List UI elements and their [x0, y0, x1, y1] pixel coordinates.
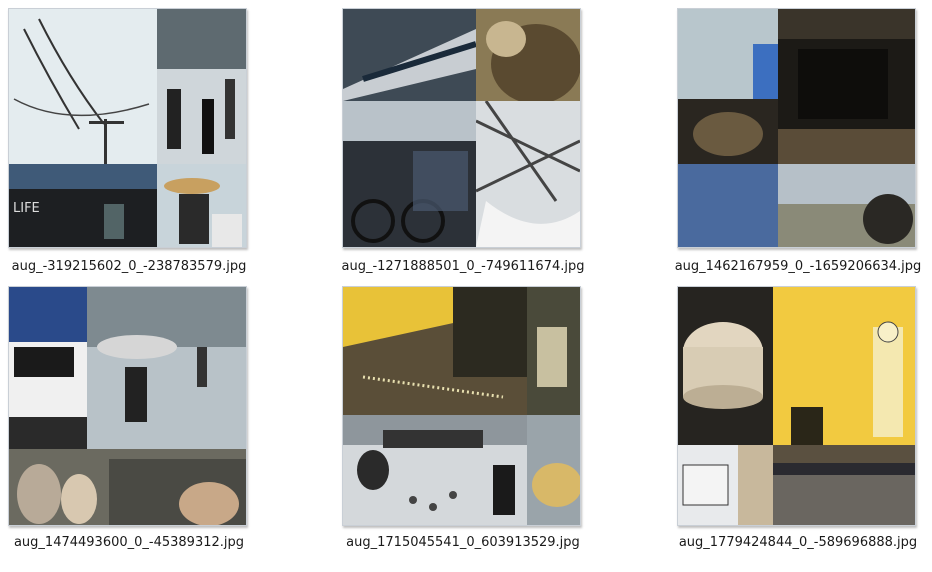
file-name[interactable]: aug_1715045541_0_603913529.jpg — [346, 535, 580, 550]
thumbnail-tile — [157, 164, 246, 247]
thumbnail-tile — [773, 287, 915, 445]
thumbnail-tile — [343, 287, 527, 415]
thumbnail[interactable] — [677, 286, 916, 526]
thumbnail-tile — [773, 445, 915, 525]
file-name[interactable]: aug_-319215602_0_-238783579.jpg — [11, 259, 247, 274]
thumbnail-tile — [527, 287, 580, 415]
thumbnail-tile — [527, 415, 580, 525]
thumbnail-tile — [343, 415, 527, 525]
file-name[interactable]: aug_1779424844_0_-589696888.jpg — [678, 535, 918, 550]
thumbnail-tile — [157, 9, 246, 164]
thumbnail-tile — [343, 9, 476, 101]
file-item[interactable]: aug_1462167959_0_-1659206634.jpg — [648, 0, 932, 286]
thumbnail-tile — [778, 164, 915, 247]
file-name[interactable]: aug_-1271888501_0_-749611674.jpg — [341, 259, 585, 274]
thumbnail[interactable]: LIFE — [8, 8, 247, 248]
thumbnail-tile — [9, 9, 157, 164]
thumbnail[interactable] — [8, 286, 247, 526]
thumbnail-tile — [87, 287, 246, 449]
thumbnail-tile — [9, 287, 87, 449]
thumbnail[interactable] — [342, 8, 581, 248]
file-name[interactable]: aug_1474493600_0_-45389312.jpg — [13, 535, 245, 550]
file-item[interactable]: aug_1474493600_0_-45389312.jpg — [0, 278, 279, 564]
file-item[interactable]: aug_1715045541_0_603913529.jpg — [313, 278, 613, 564]
file-item[interactable]: aug_-1271888501_0_-749611674.jpg — [313, 0, 613, 286]
thumbnail[interactable] — [677, 8, 916, 248]
thumbnail-tile: LIFE — [9, 164, 157, 247]
thumbnail-tile — [476, 9, 580, 101]
thumbnail[interactable] — [342, 286, 581, 526]
thumbnail-tile — [678, 445, 773, 525]
file-name[interactable]: aug_1462167959_0_-1659206634.jpg — [674, 259, 922, 274]
thumbnail-tile — [778, 9, 915, 164]
thumbnail-tile — [476, 101, 580, 247]
thumbnail-tile — [678, 164, 778, 247]
file-item[interactable]: LIFE aug_-319215602_0_-238783579.jpg — [0, 0, 279, 286]
thumbnail-tile — [9, 449, 246, 525]
file-item[interactable]: aug_1779424844_0_-589696888.jpg — [648, 278, 932, 564]
thumbnail-tile — [678, 287, 773, 445]
thumbnail-tile — [678, 9, 778, 164]
svg-text:LIFE: LIFE — [13, 201, 40, 216]
thumbnail-tile — [343, 101, 476, 247]
